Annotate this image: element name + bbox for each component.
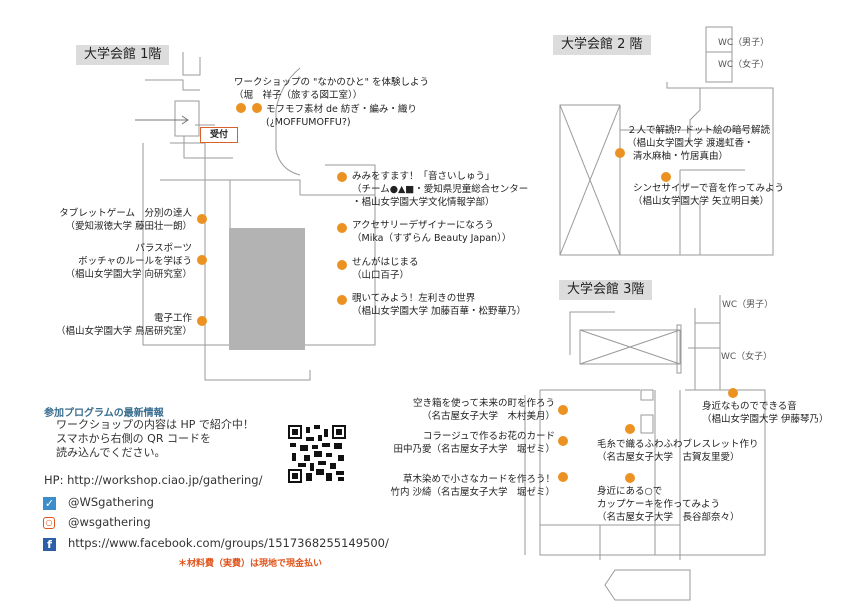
- item-presenter: (¿MOFFUMOFFU?): [266, 117, 351, 128]
- location-dot: [625, 424, 635, 434]
- item-title: せんがはじまる: [352, 257, 419, 268]
- item-title: 身近にある○で: [597, 486, 663, 497]
- twitter-icon: ✓: [43, 497, 56, 510]
- workshop-item: 電子工作 （椙山女学園大学 鳥居研究室）: [56, 312, 192, 338]
- wc-male-label: WC（男子）: [722, 300, 774, 310]
- info-line: ワークショップの内容は HP で紹介中！: [56, 418, 254, 431]
- item-presenter: （Mika（すずらん Beauty Japan））: [352, 233, 512, 244]
- info-line: 読み込んでください。: [56, 446, 166, 459]
- workshop-item: モフモフ素材 de 紡ぎ・編み・織り (¿MOFFUMOFFU?): [266, 103, 417, 129]
- workshop-item: タブレットゲーム 分別の達人 （愛知淑徳大学 藤田壮一朗）: [59, 207, 192, 233]
- item-presenter: （山口百子）: [352, 270, 410, 281]
- twitter-handle[interactable]: @WSgathering: [68, 495, 154, 509]
- item-title: シンセサイザーで音を作ってみよう: [633, 183, 784, 194]
- item-title: タブレットゲーム 分別の達人: [59, 208, 192, 219]
- location-dot: [615, 148, 625, 158]
- item-title: 空き箱を使って未来の町を作ろう: [412, 398, 555, 409]
- workshop-item: パラスポーツ ボッチャのルールを学ぼう （椙山女学園大学 向研究室）: [65, 242, 192, 281]
- floor1-title: 大学会館 1階: [76, 45, 170, 65]
- workshop-item: 毛糸で織るふわふわブレスレット作り （名古屋女子大学 古賀友里愛）: [597, 438, 759, 464]
- item-title: 覗いてみよう！左利きの世界: [352, 293, 476, 304]
- item-presenter: （チーム●▲■・愛知県児童総合センター: [352, 184, 529, 195]
- instagram-handle[interactable]: @wsgathering: [68, 515, 151, 529]
- workshop-item: みみをすます！「音さいしゅう」 （チーム●▲■・愛知県児童総合センター ・椙山女…: [352, 170, 528, 209]
- item-presenter: （愛知淑徳大学 藤田壮一朗）: [65, 221, 192, 232]
- instagram-icon: ○: [43, 517, 55, 529]
- facebook-link[interactable]: https://www.facebook.com/groups/15173682…: [68, 536, 389, 550]
- floor1-plan: [135, 52, 376, 381]
- item-title: ２人で解読⁉ ドット絵の暗号解読: [627, 125, 770, 136]
- reception-label: 受付: [200, 127, 238, 143]
- workshop-item: せんがはじまる （山口百子）: [352, 256, 419, 282]
- workshop-item: ワークショップの "なかのひと" を体験しよう （堀 祥子（旅する図工室））: [234, 76, 429, 102]
- hp-link[interactable]: HP: http://workshop.ciao.jp/gathering/: [44, 473, 263, 487]
- location-dot: [236, 103, 246, 113]
- location-dot: [625, 473, 635, 483]
- item-title: 草木染めで小さなカードを作ろう！: [402, 474, 555, 485]
- location-dot: [197, 255, 207, 265]
- location-dot: [661, 172, 671, 182]
- item-title: アクセサリーデザイナーになろう: [352, 220, 494, 231]
- floor2-plan: [559, 26, 774, 256]
- location-dot: [728, 388, 738, 398]
- location-dot: [252, 103, 262, 113]
- floor2-title: 大学会館 2 階: [553, 35, 651, 55]
- item-title: パラスポーツ: [135, 243, 192, 254]
- location-dot: [337, 295, 347, 305]
- item-title: モフモフ素材 de 紡ぎ・編み・織り: [266, 104, 417, 115]
- item-title: ワークショップの "なかのひと" を体験しよう: [234, 77, 429, 88]
- workshop-item: アクセサリーデザイナーになろう （Mika（すずらん Beauty Japan）…: [352, 219, 511, 245]
- item-presenter: （椙山女学園大学 鳥居研究室）: [55, 326, 192, 337]
- wc-male-label: WC（男子）: [718, 38, 770, 48]
- floor3-plan: [524, 295, 766, 601]
- item-presenter: （椙山女学園大学 渡邊虹香・: [627, 138, 754, 149]
- floor1-gray-block: [229, 228, 305, 350]
- workshop-item: 身近なものでできる音 （椙山女学園大学 伊藤琴乃）: [702, 400, 829, 426]
- item-presenter: ・椙山女学園大学文化情報学部）: [352, 197, 495, 208]
- item-presenter: （椙山女学園大学 矢立明日美）: [633, 196, 770, 207]
- item-title: 電子工作: [153, 313, 192, 324]
- location-dot: [337, 172, 347, 182]
- item-presenter: （名古屋女子大学 古賀友里愛）: [597, 452, 740, 463]
- facebook-icon: f: [43, 538, 56, 551]
- item-presenter: （椙山女学園大学 伊藤琴乃）: [702, 414, 829, 425]
- info-text: ワークショップの内容は HP で紹介中！ スマホから右側の QR コードを 読み…: [56, 418, 254, 460]
- item-presenter: （名古屋女子大学 長谷部奈々）: [597, 512, 740, 523]
- item-title: コラージュで作るお花のカード: [422, 431, 555, 442]
- workshop-item: ２人で解読⁉ ドット絵の暗号解読 （椙山女学園大学 渡邊虹香・ 清水麻柚・竹居真…: [627, 124, 770, 163]
- workshop-item: 草木染めで小さなカードを作ろう！ 竹内 沙綺（名古屋女子大学 堀ゼミ）: [390, 473, 555, 499]
- item-presenter: 田中乃愛（名古屋女子大学 堀ゼミ）: [393, 444, 555, 455]
- workshop-item: 空き箱を使って未来の町を作ろう （名古屋女子大学 木村美月）: [413, 397, 555, 423]
- workshop-item: シンセサイザーで音を作ってみよう （椙山女学園大学 矢立明日美）: [633, 182, 784, 208]
- workshop-item: 身近にある○で カップケーキを作ってみよう （名古屋女子大学 長谷部奈々）: [597, 485, 740, 524]
- location-dot: [558, 405, 568, 415]
- location-dot: [558, 436, 568, 446]
- location-dot: [197, 316, 207, 326]
- wc-female-label: WC（女子）: [721, 352, 773, 362]
- floor3-title: 大学会館 3階: [559, 280, 653, 300]
- item-title: 毛糸で織るふわふわブレスレット作り: [597, 439, 759, 450]
- location-dot: [337, 223, 347, 233]
- item-presenter: （名古屋女子大学 木村美月）: [421, 411, 555, 422]
- item-presenter: （堀 祥子（旅する図工室））: [234, 90, 363, 101]
- location-dot: [197, 214, 207, 224]
- workshop-item: 覗いてみよう！左利きの世界 （椙山女学園大学 加藤百華・松野華乃）: [352, 292, 526, 318]
- location-dot: [558, 472, 568, 482]
- info-line: スマホから右側の QR コードを: [56, 432, 211, 445]
- workshop-item: コラージュで作るお花のカード 田中乃愛（名古屋女子大学 堀ゼミ）: [393, 430, 555, 456]
- info-heading: 参加プログラムの最新情報: [44, 408, 164, 419]
- qr-code[interactable]: [288, 425, 346, 483]
- item-title: 身近なものでできる音: [702, 401, 797, 412]
- location-dot: [337, 260, 347, 270]
- wc-female-label: WC（女子）: [718, 60, 770, 70]
- item-presenter: 竹内 沙綺（名古屋女子大学 堀ゼミ）: [390, 487, 555, 498]
- item-presenter: 清水麻柚・竹居真由）: [633, 151, 729, 162]
- item-title: カップケーキを作ってみよう: [597, 499, 721, 510]
- item-presenter: （椙山女学園大学 向研究室）: [65, 269, 192, 280]
- item-title: みみをすます！「音さいしゅう」: [352, 171, 495, 182]
- material-fee-note: ＊材料費（実費）は現地で現金払い: [178, 559, 323, 569]
- item-presenter: （椙山女学園大学 加藤百華・松野華乃）: [352, 306, 527, 317]
- item-title: ボッチャのルールを学ぼう: [78, 256, 192, 267]
